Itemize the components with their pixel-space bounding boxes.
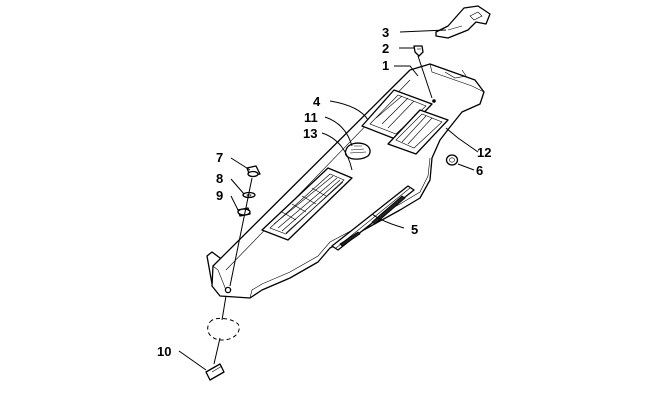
callout-8: 8	[216, 171, 223, 186]
hardware-stack	[229, 165, 261, 287]
screw	[413, 45, 433, 99]
side-vent	[331, 185, 415, 251]
callout-12: 12	[477, 145, 491, 160]
callout-5: 5	[411, 222, 418, 237]
callout-7: 7	[216, 150, 223, 165]
callout-6: 6	[476, 163, 483, 178]
callout-13: 13	[303, 126, 317, 141]
bracket	[435, 5, 491, 39]
callout-11: 11	[304, 110, 318, 125]
callout-4: 4	[313, 94, 321, 109]
leader-lines	[178, 29, 479, 371]
grid-pad	[261, 167, 353, 241]
top-pads	[361, 89, 449, 155]
callout-9: 9	[216, 188, 223, 203]
callout-2: 2	[382, 41, 389, 56]
callout-10: 10	[157, 344, 171, 359]
callout-3: 3	[382, 25, 389, 40]
callout-1: 1	[382, 58, 389, 73]
callout-labels: 3 2 1 4 11 13 12 6 5 7 8 9 10	[157, 25, 491, 359]
center-pad	[344, 142, 371, 160]
bolt-and-washer	[205, 295, 240, 381]
nut	[445, 154, 459, 166]
panel-holes	[224, 99, 436, 294]
